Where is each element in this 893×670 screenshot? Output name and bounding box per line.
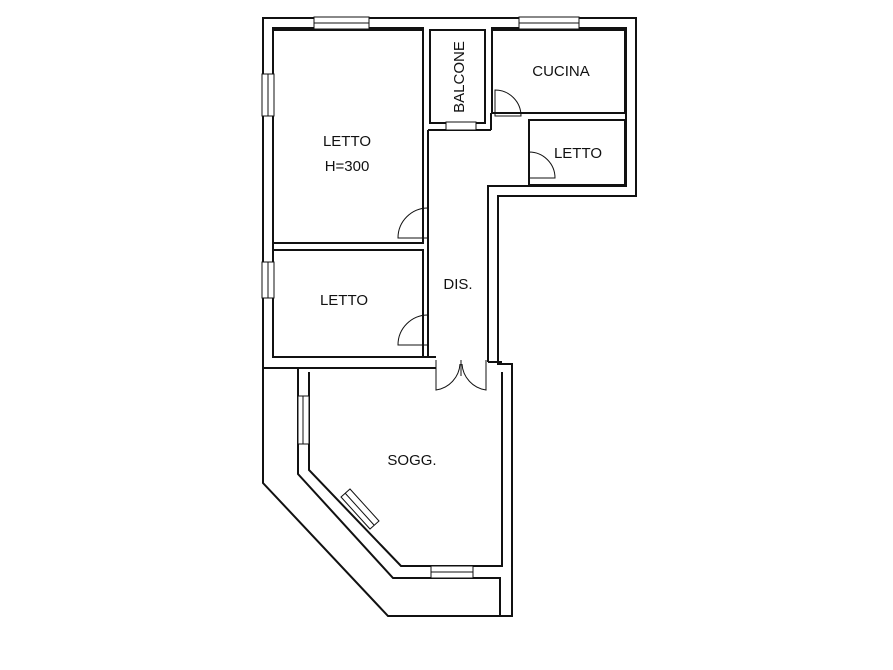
room-labels: LETTO H=300 BALCONE CUCINA LETTO LETTO D… — [320, 41, 602, 469]
outer-walls — [262, 17, 637, 617]
letto-3-walls — [272, 249, 424, 358]
cucina-walls — [491, 29, 626, 114]
room-label-cucina: CUCINA — [532, 63, 590, 80]
windows — [261, 16, 580, 579]
letto-1-walls — [272, 29, 424, 244]
outer-wall-outline — [262, 17, 637, 617]
room-label-letto-1-height: H=300 — [325, 158, 370, 175]
room-label-letto-3: LETTO — [320, 292, 368, 309]
door-soggiorno[interactable] — [435, 360, 487, 391]
room-label-soggiorno: SOGG. — [387, 452, 436, 469]
door-letto-2[interactable] — [528, 151, 556, 179]
outer-wall-inner-left — [272, 27, 424, 357]
soggiorno-inner-wall — [308, 372, 503, 567]
room-label-letto-2: LETTO — [554, 145, 602, 162]
doors — [397, 89, 556, 391]
room-label-balcone: BALCONE — [451, 41, 468, 113]
door-cucina[interactable] — [494, 89, 522, 117]
room-label-disimpegno: DIS. — [443, 276, 472, 293]
room-label-letto-1: LETTO — [323, 133, 371, 150]
door-letto-3[interactable] — [397, 314, 429, 346]
door-letto-1[interactable] — [397, 207, 429, 239]
window-balcone — [445, 121, 477, 131]
interior-walls — [272, 29, 626, 369]
soggiorno-outer-inner-wall — [263, 367, 501, 616]
